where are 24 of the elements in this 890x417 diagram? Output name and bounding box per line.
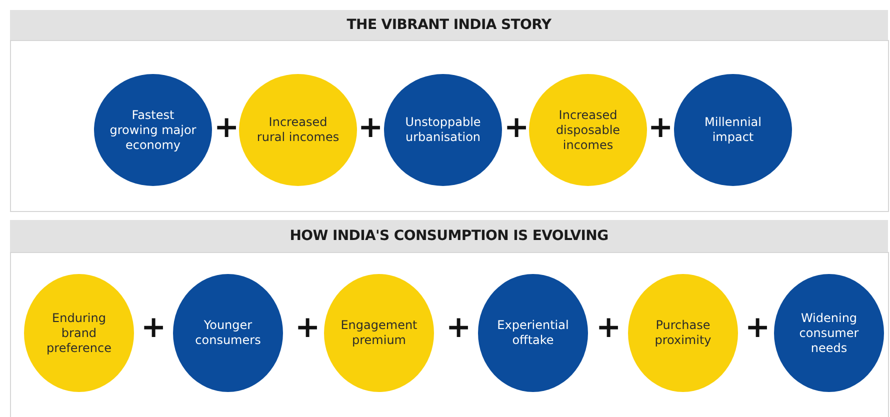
plus-sign: +: [648, 113, 672, 143]
circle-label: Experiential offtake: [496, 318, 570, 348]
circle-label: Enduring brand preference: [46, 310, 112, 356]
plus-sign: +: [141, 313, 165, 343]
circle-label: Fastest growing major economy: [108, 108, 198, 152]
plus-sign: +: [745, 313, 769, 343]
section-title: THE VIBRANT INDIA STORY: [346, 17, 552, 33]
plus-sign: +: [504, 113, 528, 143]
circle-label: Millennial impact: [704, 115, 762, 145]
section-title: HOW INDIA'S CONSUMPTION IS EVOLVING: [290, 228, 608, 244]
plus-sign: +: [358, 113, 382, 143]
section-header-band: [10, 220, 888, 252]
circle-label: Purchase proximity: [654, 318, 712, 348]
plus-sign: +: [214, 113, 238, 143]
circle-label: Increased rural incomes: [256, 115, 340, 145]
section-header-band: [10, 10, 888, 40]
circle-label: Widening consumer needs: [798, 310, 860, 356]
plus-sign: +: [446, 313, 470, 343]
circle-label: Engagement premium: [340, 318, 418, 348]
circle-label: Unstoppable urbanisation: [404, 115, 482, 145]
circle-label: Younger consumers: [194, 318, 262, 348]
plus-sign: +: [596, 313, 620, 343]
plus-sign: +: [295, 313, 319, 343]
circle-label: Increased disposable incomes: [554, 108, 622, 152]
